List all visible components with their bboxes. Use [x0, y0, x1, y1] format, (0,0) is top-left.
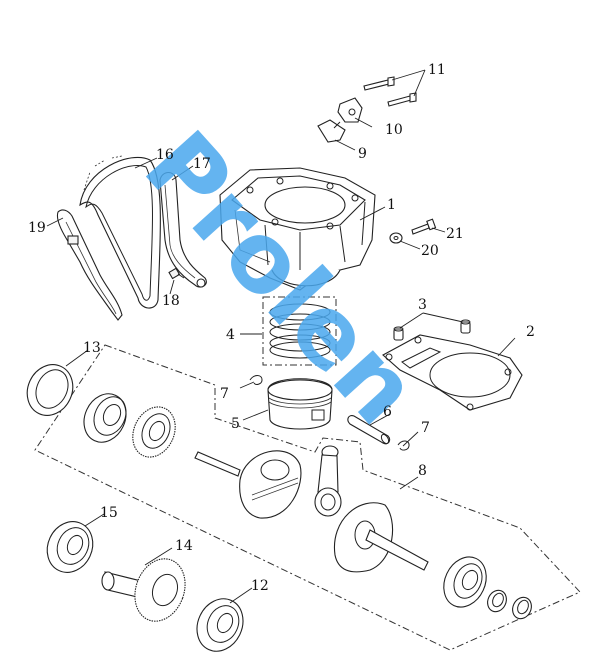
crankshaft-left-half: [194, 450, 302, 519]
callout-11: 11: [428, 62, 446, 78]
tensioner-bolt-2: [387, 95, 412, 107]
tensioner-gasket: [317, 119, 346, 143]
callout-5: 5: [231, 416, 240, 432]
balancer-shaft: [101, 558, 186, 622]
callout-16: 16: [156, 147, 174, 163]
guide-bolt: [168, 267, 185, 280]
callout-4: 4: [226, 327, 235, 343]
tensioner-bolt-1: [363, 79, 390, 91]
balancer-bearing-right: [196, 598, 244, 652]
piston: [267, 378, 333, 430]
bolt-21: [411, 218, 437, 235]
chain-guide: [159, 171, 207, 288]
oil-seal: [26, 364, 74, 416]
callout-14: 14: [175, 538, 193, 554]
leader-lines: [46, 69, 516, 604]
spacer-ring: [487, 589, 507, 613]
crankshaft-group-boundary: [34, 344, 581, 651]
piston-pin-clip-left: [249, 375, 263, 385]
tensioner-guide: [56, 209, 123, 321]
crank-bearing-left: [83, 393, 127, 443]
balancer-bearing-left: [46, 521, 94, 573]
callout-2: 2: [526, 324, 535, 340]
callout-19: 19: [28, 220, 46, 236]
callout-20: 20: [421, 243, 439, 259]
callout-15: 15: [100, 505, 118, 521]
connecting-rod: [314, 445, 342, 517]
cylinder: [219, 167, 376, 291]
piston-pin: [347, 415, 391, 445]
ring-set-box: [262, 296, 337, 366]
cylinder-base-gasket: [382, 334, 523, 411]
callout-1: 1: [387, 197, 396, 213]
callout-21: 21: [446, 226, 464, 242]
chain-tensioner-assembly: [317, 76, 417, 143]
dowel-pins: [393, 319, 471, 341]
end-seal: [512, 596, 532, 620]
callout-7-right: 7: [421, 420, 430, 436]
callout-18: 18: [162, 293, 180, 309]
callout-10: 10: [385, 122, 403, 138]
crank-drive-gear: [132, 406, 176, 458]
washer: [389, 232, 403, 244]
callout-6: 6: [383, 404, 392, 420]
cam-chain: [79, 155, 161, 309]
callout-9: 9: [358, 146, 367, 162]
callout-13: 13: [83, 340, 101, 356]
callout-7-left: 7: [220, 386, 229, 402]
callout-17: 17: [193, 156, 211, 172]
callout-12: 12: [251, 578, 269, 594]
piston-pin-clip-right: [397, 440, 410, 451]
callout-8: 8: [418, 463, 427, 479]
crankshaft-right-half: [333, 502, 429, 573]
crank-bearing-right: [443, 556, 487, 608]
piston-ring-set: [262, 296, 337, 366]
callout-3: 3: [418, 297, 427, 313]
